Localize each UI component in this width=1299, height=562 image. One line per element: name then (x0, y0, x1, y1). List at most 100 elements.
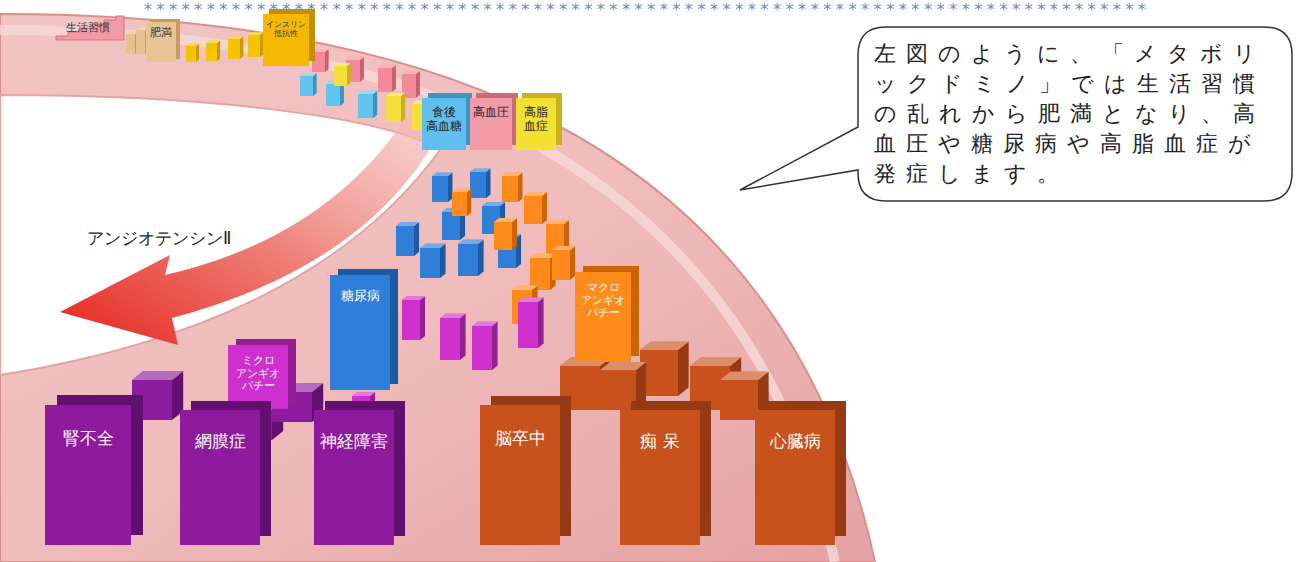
domino-top-shine (502, 172, 522, 176)
domino-top-shine (358, 91, 377, 94)
domino-top (452, 189, 471, 192)
lifestyle-steps (56, 16, 124, 40)
domino-top (518, 298, 544, 302)
domino-top-shine (132, 371, 183, 380)
domino-top-shine (378, 65, 396, 68)
domino-top (248, 32, 263, 35)
domino-side (392, 65, 396, 92)
domino-top (402, 71, 420, 74)
domino-top (502, 172, 522, 176)
domino: 痴 呆 (620, 410, 700, 545)
domino-face (248, 35, 260, 57)
domino-top-shine (530, 254, 556, 258)
domino-top (206, 41, 220, 43)
domino-side (416, 71, 420, 98)
domino-top (334, 63, 351, 66)
domino-top-shine (346, 57, 364, 60)
domino-top (512, 286, 538, 290)
domino-top-shine (186, 44, 199, 46)
domino-top (470, 168, 490, 172)
angiotensin-arrow (60, 95, 455, 345)
domino-top-shine (600, 362, 646, 370)
domino-face (312, 52, 325, 72)
domino-label: 高脂 血症 (524, 106, 548, 134)
domino: 糖尿病 (330, 275, 390, 390)
domino: 肥満 (146, 22, 176, 62)
domino-top (440, 314, 466, 318)
domino-top-shine (334, 63, 351, 66)
domino-face (720, 380, 758, 420)
domino: 心臓病 (755, 410, 835, 545)
domino-top (546, 220, 569, 224)
domino-top-shine (452, 189, 471, 192)
domino-side (420, 296, 425, 340)
domino-label: 高血圧 (473, 106, 509, 120)
domino-top (640, 341, 689, 350)
domino-face (420, 248, 440, 278)
domino-label: 糖尿病 (341, 289, 380, 304)
domino-side (347, 63, 351, 86)
domino-top-shine (472, 322, 498, 326)
domino-side (542, 192, 547, 224)
domino-side (360, 57, 364, 82)
domino-side (313, 73, 317, 96)
domino-top (312, 49, 329, 52)
domino-top-shine (396, 222, 419, 226)
domino: 網膜症 (180, 410, 260, 545)
domino-top-shine (440, 314, 466, 318)
road-highlight (0, 30, 835, 562)
domino-label: 網膜症 (195, 432, 246, 452)
domino-top-shine (432, 172, 452, 176)
domino-face (132, 380, 172, 420)
domino-top-shine (512, 286, 538, 290)
domino-top (494, 218, 517, 222)
domino-face (442, 212, 460, 240)
domino-top-shine (482, 202, 505, 206)
domino-face (440, 318, 460, 360)
speech-bubble: 左図のように、「メタボリックドミノ」では生活習慣の乱れから肥満となり、高血圧や糖… (858, 27, 1292, 201)
domino-top (386, 93, 405, 96)
domino-top-shine (546, 220, 569, 224)
domino-top (358, 91, 377, 94)
separator-line: ****************************************… (143, 0, 1150, 19)
domino-top (228, 36, 243, 39)
domino-face (386, 96, 401, 122)
domino-label: 痴 呆 (640, 432, 679, 452)
domino-top-shine (248, 32, 263, 35)
domino-top (396, 222, 419, 226)
domino: ミクロ アンギオ パチー (228, 345, 288, 409)
domino-face (502, 176, 518, 202)
domino-face (600, 370, 636, 410)
domino-top (482, 202, 505, 206)
lifestyle-step-label: 生活習慣 (58, 19, 118, 39)
domino-top (458, 240, 484, 244)
domino-top (346, 57, 364, 60)
domino: インスリン 抵抗性 (263, 14, 309, 66)
domino-top-shine (470, 168, 490, 172)
domino-side (467, 189, 471, 216)
domino-label: マクロ アンギオ パチー (581, 282, 625, 320)
domino-top-shine (494, 218, 517, 222)
domino-top-shine (458, 240, 484, 244)
domino-top (402, 296, 425, 300)
domino-label: 神経障害 (320, 432, 388, 452)
domino-top-shine (720, 371, 769, 380)
domino-face (402, 300, 420, 340)
domino-face (552, 250, 570, 280)
domino-top-shine (402, 296, 425, 300)
domino-top (720, 371, 769, 380)
hormone-label: アンジオテンシンⅡ (85, 228, 233, 248)
domino-face (358, 94, 373, 118)
domino-label: 食後 高血糖 (426, 106, 462, 134)
domino-face (326, 84, 340, 106)
domino-side (518, 172, 522, 202)
domino-face (396, 226, 414, 256)
domino-top (552, 246, 575, 250)
domino-top (186, 44, 199, 46)
domino-side (196, 44, 199, 62)
domino-side (401, 93, 405, 122)
domino-side (373, 91, 377, 118)
domino-label: インスリン 抵抗性 (266, 20, 306, 38)
domino-top-shine (402, 71, 420, 74)
